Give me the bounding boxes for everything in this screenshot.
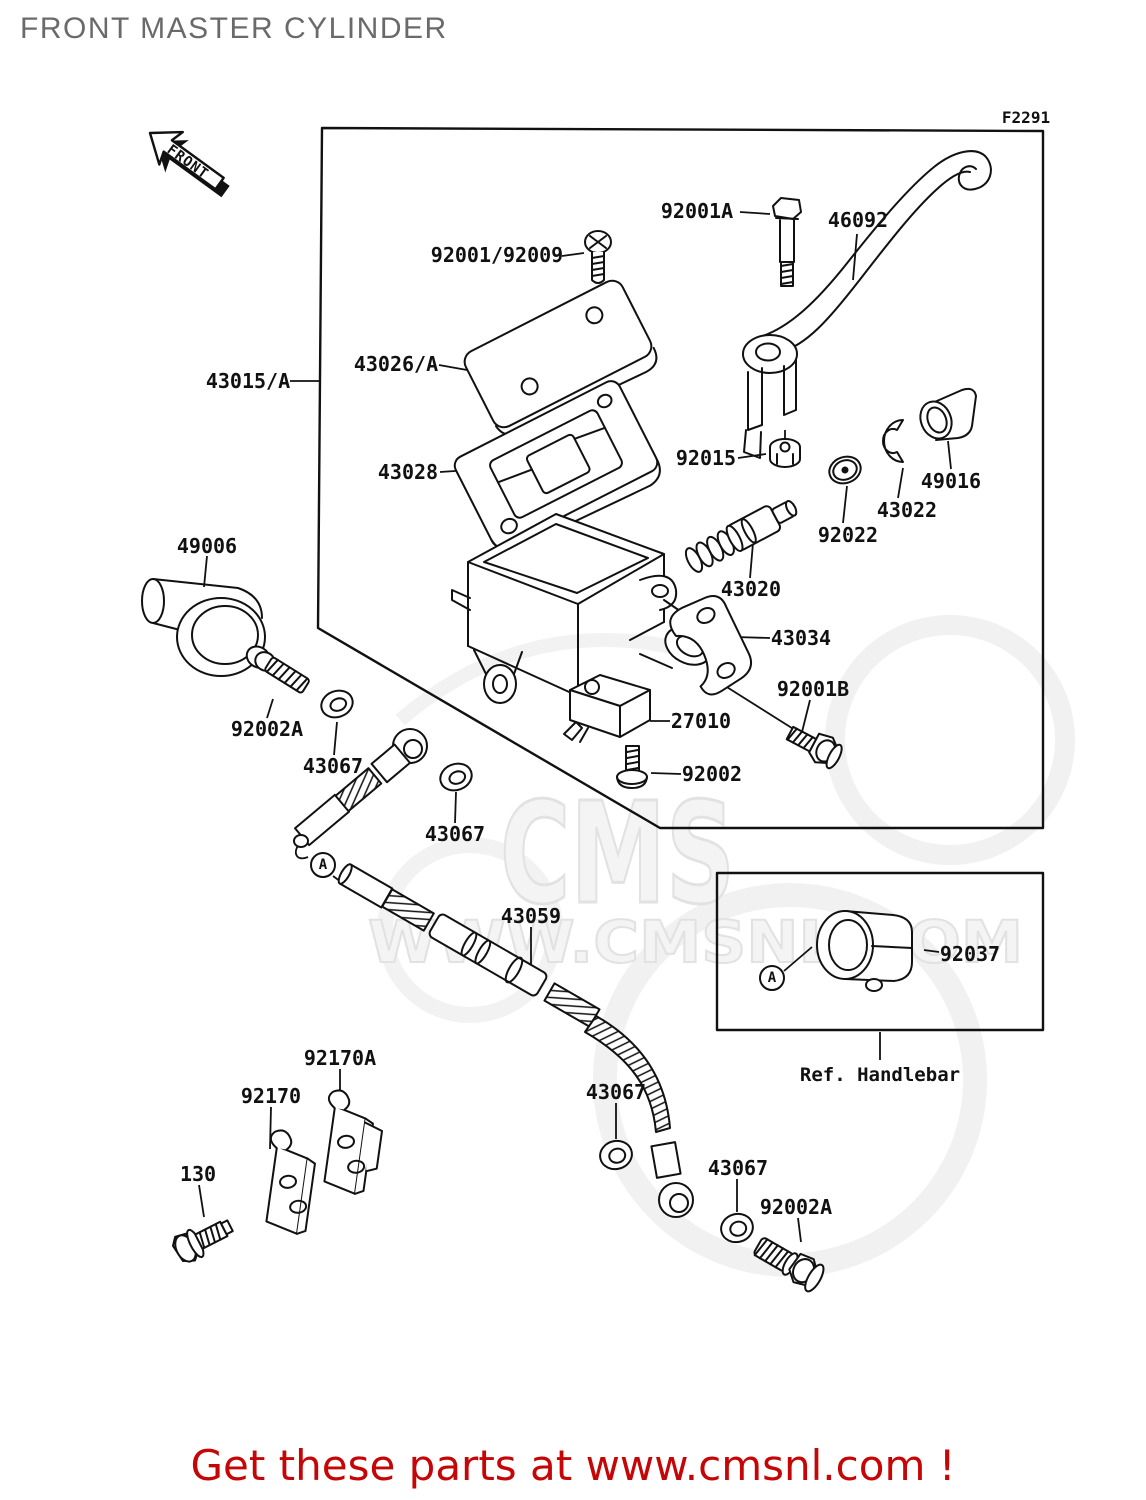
master-cylinder-body-drawing [451,513,712,704]
leader-lines [198,211,952,1243]
lever-holder-drawing [669,595,752,696]
part-label-92015: 92015 [675,446,737,470]
diaphragm-plate-drawing [453,380,661,552]
main-diagram-border [316,126,1045,830]
watermark-url-text: WWW.CMSNL.COM [368,908,1023,976]
connector-marker-a: A [759,965,785,991]
circlip-drawing [882,419,904,463]
part-label-43020: 43020 [720,577,782,601]
fiche-code-label: F2291 [1001,108,1051,127]
boot-fitting-drawing [141,578,266,677]
part-label-92001a: 92001A [660,199,734,223]
pivot-nut-drawing [769,438,801,468]
part-label-92022: 92022 [817,523,879,547]
switch-screw-drawing [616,745,648,789]
part-label-43015a: 43015/A [205,369,291,393]
part-label-130: 130 [179,1162,217,1186]
hose-washer-drawing [599,1139,633,1171]
mount-bolt-drawing [171,1219,234,1263]
front-direction-arrow-icon: FRONT [148,130,230,198]
part-label-46092: 46092 [827,208,889,232]
brake-hose-drawing [337,863,694,1218]
connector-marker-letter: A [767,970,777,986]
bracket-drawing [323,1089,384,1195]
part-label-92002a: 92002A [230,717,304,741]
part-label-43067: 43067 [302,754,364,778]
holder-bolt-drawing [785,725,843,770]
pivot-washer-drawing [828,455,862,485]
brake-switch-drawing [563,674,651,743]
part-label-49016: 49016 [920,469,982,493]
cms-watermark: CMS WWW.CMSNL.COM [367,615,1075,1277]
part-label-43028: 43028 [377,460,439,484]
handlebar-clamp-drawing [816,910,913,992]
part-label-43067: 43067 [585,1080,647,1104]
part-label-92170: 92170 [240,1084,302,1108]
part-label-92170a: 92170A [303,1046,377,1070]
adjuster-screw-drawing [245,645,310,694]
dust-cover-drawing [919,387,977,441]
part-label-43059: 43059 [500,904,562,928]
hose-washer-drawing [720,1212,754,1244]
part-label-43022: 43022 [876,498,938,522]
footer-shop-link[interactable]: Get these parts at www.cmsnl.com ! [190,1441,956,1490]
handlebar-ref-border [715,871,1045,1032]
ref-handlebar-label: Ref. Handlebar [799,1064,961,1086]
lever-pivot-bolt-drawing [772,197,802,287]
part-label-43034: 43034 [770,626,832,650]
part-label-92002: 92002 [681,762,743,786]
watermark-brand-text: CMS [500,773,735,936]
hose-upper-end-drawing [293,728,428,848]
part-label-43067: 43067 [424,822,486,846]
part-label-92037: 92037 [939,942,1001,966]
part-label-92002a: 92002A [759,1195,833,1219]
part-label-43026a: 43026/A [353,352,439,376]
front-arrow-text: FRONT [164,142,212,183]
brake-lever-drawing [742,150,992,459]
page-title: FRONT MASTER CYLINDER [20,12,448,45]
part-label-43067: 43067 [707,1156,769,1180]
banjo-bolt-drawing [753,1237,825,1293]
reservoir-cap-screw-drawing [584,230,612,284]
piston-assembly-drawing [684,500,798,573]
hose-washer-drawing [320,689,354,719]
part-label-92001b: 92001B [776,677,850,701]
part-label-49006: 49006 [176,534,238,558]
connector-marker-a: A [310,852,336,878]
part-label-92001-92009: 92001/92009 [430,243,564,267]
part-label-27010: 27010 [670,709,732,733]
hose-washer-drawing [439,762,473,792]
connector-marker-letter: A [318,857,328,873]
bracket-drawing [265,1129,316,1235]
